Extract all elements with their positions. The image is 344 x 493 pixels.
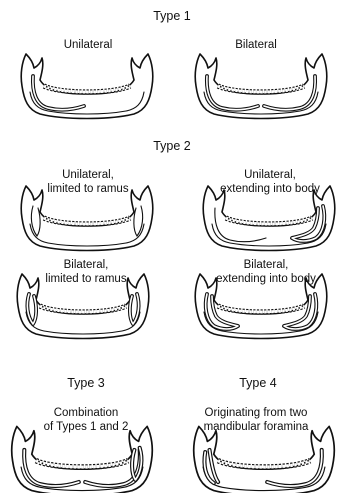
mandible-inner-contour: [30, 224, 144, 246]
mandible-inner-contour: [26, 312, 140, 334]
mandible-type2-unilateral-body: [196, 184, 342, 254]
mandible-type1-unilateral: [14, 52, 160, 122]
mandible-type2-unilateral-ramus: [14, 184, 160, 254]
mandible-type2-bilateral-body: [188, 272, 334, 342]
label-type1-unilateral: Unilateral: [64, 38, 113, 52]
type2-title: Type 2: [153, 139, 191, 153]
mandible-type1-bilateral: [188, 52, 334, 122]
mandible-inner-contour: [21, 467, 143, 491]
mandible-inner-contour: [204, 92, 318, 114]
mandible-type3: [4, 424, 160, 493]
label-type1-bilateral: Bilateral: [235, 38, 277, 52]
mandible-inner-contour: [30, 92, 144, 114]
mandible-inner-contour: [212, 224, 326, 246]
type1-title: Type 1: [153, 9, 191, 23]
mandible-type2-bilateral-ramus: [10, 272, 156, 342]
type3-title: Type 3: [67, 376, 105, 390]
mandible-inner-contour: [204, 312, 318, 334]
type4-title: Type 4: [239, 376, 277, 390]
mandible-type4: [186, 424, 342, 493]
mandible-inner-contour: [203, 467, 325, 491]
